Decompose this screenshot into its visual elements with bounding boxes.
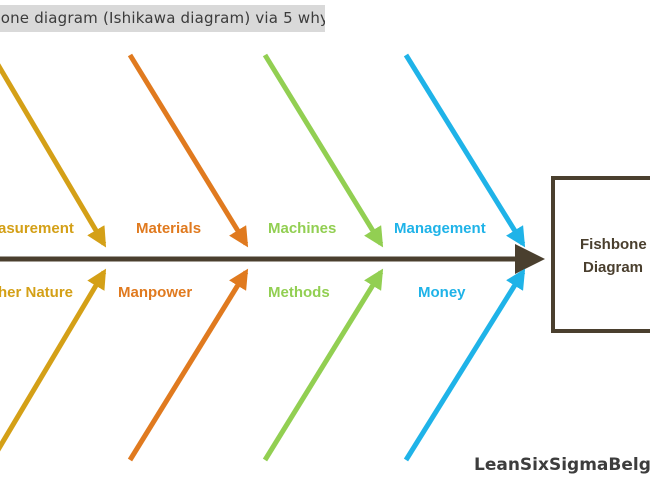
effect-label-line2: Diagram (583, 259, 643, 276)
category-label-manpower: Manpower (118, 284, 192, 301)
category-label-management: Management (394, 220, 486, 237)
bone-management (403, 53, 526, 248)
bone-money (403, 268, 526, 462)
effect-box (551, 176, 650, 333)
bone-measurement (0, 63, 107, 248)
bone-methods (262, 268, 384, 462)
bone-materials (127, 53, 249, 248)
category-label-measurement: asurement (0, 220, 74, 237)
bone-manpower (127, 268, 249, 462)
category-label-methods: Methods (268, 284, 330, 301)
effect-label-line1: Fishbone (580, 236, 647, 253)
watermark-text: LeanSixSigmaBelgium.c (474, 455, 650, 475)
category-label-materials: Materials (136, 220, 201, 237)
category-label-money: Money (418, 284, 466, 301)
diagram-title: bone diagram (Ishikawa diagram) via 5 wh… (0, 9, 325, 27)
category-label-machines: Machines (268, 220, 336, 237)
category-label-mother-nature: her Nature (0, 284, 73, 301)
bone-machines (262, 53, 384, 248)
title-banner: bone diagram (Ishikawa diagram) via 5 wh… (0, 5, 325, 32)
bone-mother-nature (0, 268, 107, 452)
